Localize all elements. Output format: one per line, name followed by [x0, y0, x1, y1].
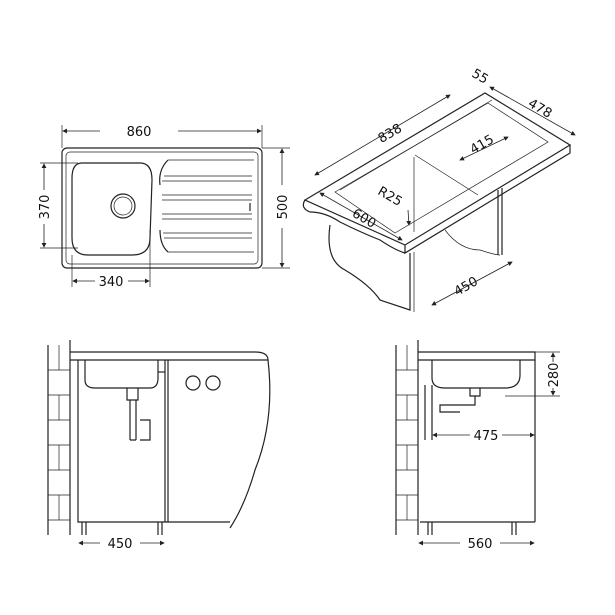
bowl: [71, 162, 153, 256]
dim-370: 370: [38, 195, 53, 220]
dim-r25: R25: [375, 184, 405, 210]
dim-475: 475: [474, 429, 499, 444]
dim-560: 560: [468, 537, 493, 552]
dim-500: 500: [276, 195, 291, 220]
dim-340: 340: [99, 275, 124, 290]
dim-415: 415: [468, 132, 497, 157]
dim-860: 860: [127, 125, 152, 140]
plan-view: 860 500 370 340: [38, 125, 291, 290]
dim-450-side: 450: [108, 537, 133, 552]
side-view-right: 280 475 560: [395, 340, 562, 552]
iso-view: 838 55 478 415 R25 600 450: [302, 66, 576, 312]
drainer-ribs: [159, 159, 254, 253]
side-view-left: 450: [47, 340, 271, 552]
dim-55: 55: [469, 66, 491, 87]
waste-outlet: [110, 193, 136, 219]
dim-450-iso: 450: [452, 274, 481, 299]
dim-280: 280: [547, 363, 562, 388]
dim-600: 600: [349, 206, 378, 231]
dim-478: 478: [525, 96, 554, 121]
